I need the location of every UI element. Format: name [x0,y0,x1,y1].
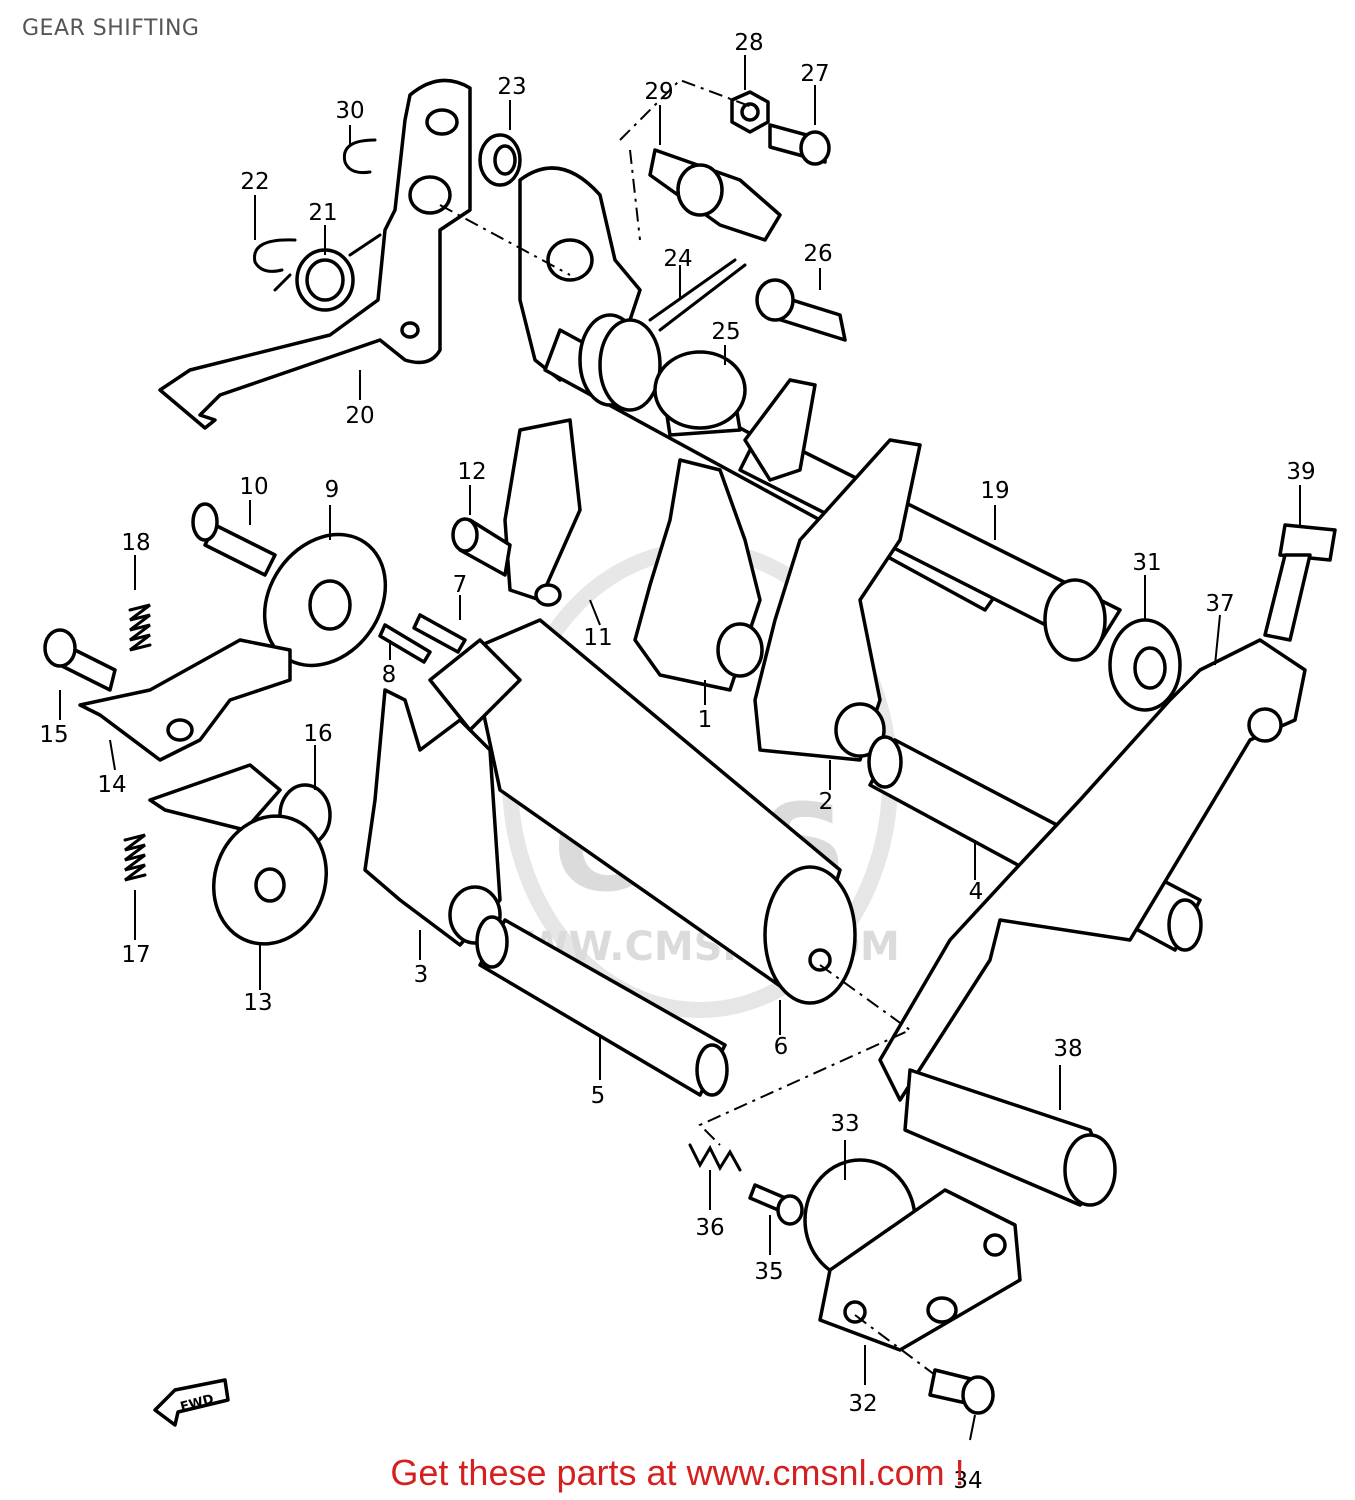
part-27-stopper [768,123,831,166]
part-35-pin [748,1183,804,1226]
part-19-fork-shaft [738,428,1122,662]
part-29-bolt [648,148,782,242]
part-1-shift-fork [633,378,817,692]
part-23-bushing [478,133,522,187]
callout-31: 31 [1132,550,1161,576]
part-11-cam-guide [503,418,582,607]
part-12-screw [451,517,512,577]
callout-26: 26 [803,241,832,267]
part-21-spring [273,233,382,312]
callout-35: 35 [754,1259,783,1285]
callout-7: 7 [453,572,468,598]
part-9-cam-plate [262,532,388,668]
part-8-pin [378,623,432,664]
callout-9: 9 [325,477,340,503]
callout-27: 27 [800,61,829,87]
callout-11: 11 [583,625,612,651]
part-36-spring [688,1143,742,1172]
leader-lines [59,55,1301,1441]
callout-34: 34 [953,1468,982,1494]
part-13-washer [148,763,329,946]
diagram-title: GEAR SHIFTING [22,16,200,41]
part-6-cam-drum [428,618,857,1005]
callout-29: 29 [644,79,673,105]
part-22-circlip [253,238,297,273]
part-18-spring [128,603,152,652]
callout-17: 17 [121,942,150,968]
callout-10: 10 [239,474,268,500]
callout-4: 4 [969,879,984,905]
callout-23: 23 [497,74,526,100]
part-17-spring [123,833,147,882]
part-3-shift-fork [363,688,502,947]
part-28-nut [730,90,770,134]
callout-12: 12 [457,459,486,485]
callout-33: 33 [830,1111,859,1137]
part-7-pin [412,613,467,654]
callout-28: 28 [734,30,763,56]
promo-footer[interactable]: Get these parts at www.cmsnl.com ! [0,1452,1355,1494]
part-39-bolt [1263,523,1337,642]
part-31-bearing [1108,618,1182,712]
callout-15: 15 [39,722,68,748]
callout-13: 13 [243,990,272,1016]
callout-39: 39 [1286,459,1315,485]
callout-labels: 1 2 3 4 5 6 7 8 9 10 11 12 13 14 15 16 1… [39,30,1315,1494]
part-14-stopper-arm [78,638,292,762]
callout-19: 19 [980,478,1009,504]
callout-25: 25 [711,319,740,345]
part-34-screw [928,1368,995,1415]
part-37-gearshift-lever [878,638,1307,1102]
part-38-rubber [903,1068,1117,1207]
fwd-arrow-icon: FWD [153,1378,230,1427]
callout-5: 5 [591,1083,606,1109]
part-32-cover [818,1188,1022,1352]
callout-22: 22 [240,169,269,195]
callout-18: 18 [121,530,150,556]
callout-6: 6 [774,1034,789,1060]
part-20-shift-arm [158,78,472,430]
callout-30: 30 [335,98,364,124]
part-15-bolt [43,628,117,692]
assembly-lines [439,78,936,1376]
promo-link[interactable]: Get these parts at www.cmsnl.com ! [390,1452,965,1493]
callout-24: 24 [663,246,692,272]
callout-1: 1 [698,707,713,733]
callout-2: 2 [819,789,834,815]
callout-8: 8 [382,662,397,688]
callout-37: 37 [1205,591,1234,617]
callout-16: 16 [303,721,332,747]
callout-38: 38 [1053,1036,1082,1062]
callout-3: 3 [414,962,429,988]
callout-36: 36 [695,1215,724,1241]
part-30-circlip [342,138,377,174]
callout-32: 32 [848,1391,877,1417]
callout-14: 14 [97,772,126,798]
part-5-fork-shaft [475,915,729,1097]
part-10-screw [191,502,277,577]
part-26-bolt [755,278,847,342]
callout-20: 20 [345,403,374,429]
part-2-shift-fork [753,438,922,762]
callout-21: 21 [308,200,337,226]
